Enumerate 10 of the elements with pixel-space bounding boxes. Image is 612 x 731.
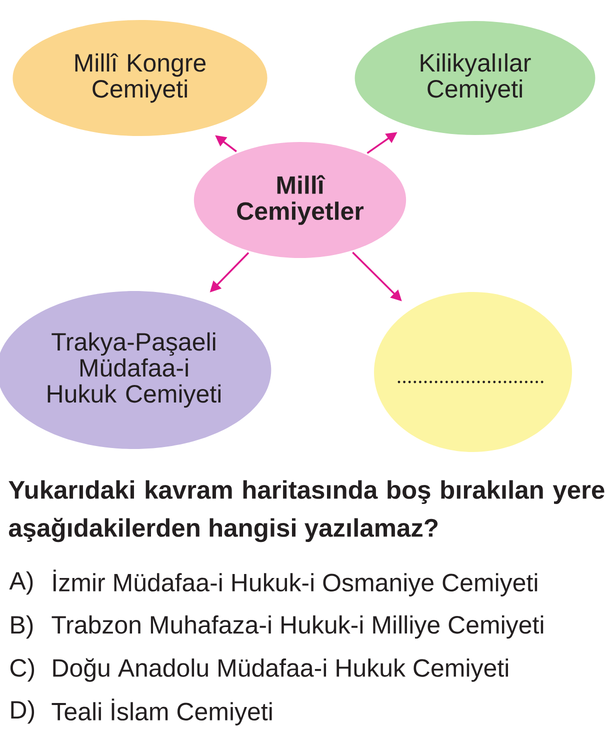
option-letter: A) xyxy=(9,571,33,595)
option-text: Trabzon Muhafaza-i Hukuk-i Milliye Cemiyeti xyxy=(52,615,544,639)
option-text: Doğu Anadolu Müdafaa-i Hukuk Cemiyeti xyxy=(53,658,508,682)
option-letter: C) xyxy=(10,658,34,682)
option-letter: D) xyxy=(11,700,34,724)
option-letter: B) xyxy=(11,615,33,639)
option-text: İzmir Müdafaa-i Hukuk-i Osmaniye Cemiyeti xyxy=(54,570,538,596)
question-text: Yukarıdaki kavram haritasında boş bırakılan yere aşağıdakilerden hangisi yazılamaz? xyxy=(8,480,604,542)
empty-ellipse xyxy=(374,292,572,452)
option-text: Teali İslam Cemiyeti xyxy=(52,698,272,726)
